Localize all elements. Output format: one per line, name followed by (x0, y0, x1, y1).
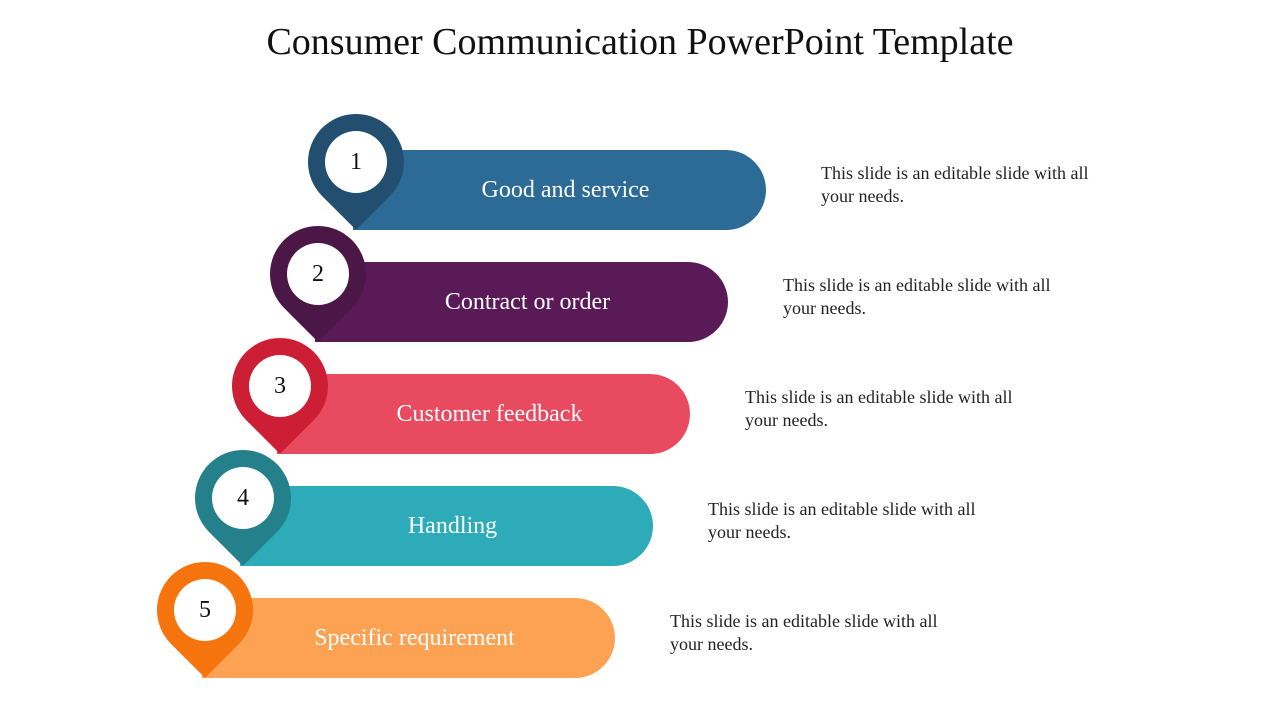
pin-circle (212, 467, 274, 529)
step-label: Specific requirement (314, 624, 515, 651)
step-label: Handling (407, 512, 498, 539)
step-1: Good and service 1 This slide is an edit… (288, 94, 1088, 234)
step-bar: Handling (240, 486, 653, 566)
step-number: 2 (312, 261, 324, 287)
slide-title: Consumer Communication PowerPoint Templa… (266, 21, 1014, 63)
step-description: This slide is an editable slide with all… (670, 611, 938, 654)
step-4: Handling 4 This slide is an editable sli… (175, 430, 975, 570)
step-number: 4 (237, 485, 249, 511)
step-description: This slide is an editable slide with all… (745, 387, 1013, 430)
step-number: 5 (199, 597, 211, 623)
step-bar: Contract or order (315, 262, 728, 342)
pin-circle (174, 579, 236, 641)
step-5: Specific requirement 5 This slide is an … (137, 542, 937, 682)
step-3: Customer feedback 3 This slide is an edi… (212, 318, 1012, 458)
step-bar: Specific requirement (202, 598, 615, 678)
step-description: This slide is an editable slide with all… (821, 163, 1089, 206)
step-number: 1 (350, 149, 362, 175)
step-bar: Customer feedback (277, 374, 690, 454)
pin-circle (249, 355, 311, 417)
step-label: Contract or order (444, 288, 611, 315)
step-number: 3 (274, 373, 286, 399)
step-description: This slide is an editable slide with all… (783, 275, 1051, 318)
pin-circle (287, 243, 349, 305)
step-2: Contract or order 2 This slide is an edi… (250, 206, 1050, 346)
step-description: This slide is an editable slide with all… (708, 499, 976, 542)
step-label: Good and service (481, 176, 650, 203)
pin-circle (325, 131, 387, 193)
step-label: Customer feedback (396, 400, 583, 427)
step-bar: Good and service (353, 150, 766, 230)
